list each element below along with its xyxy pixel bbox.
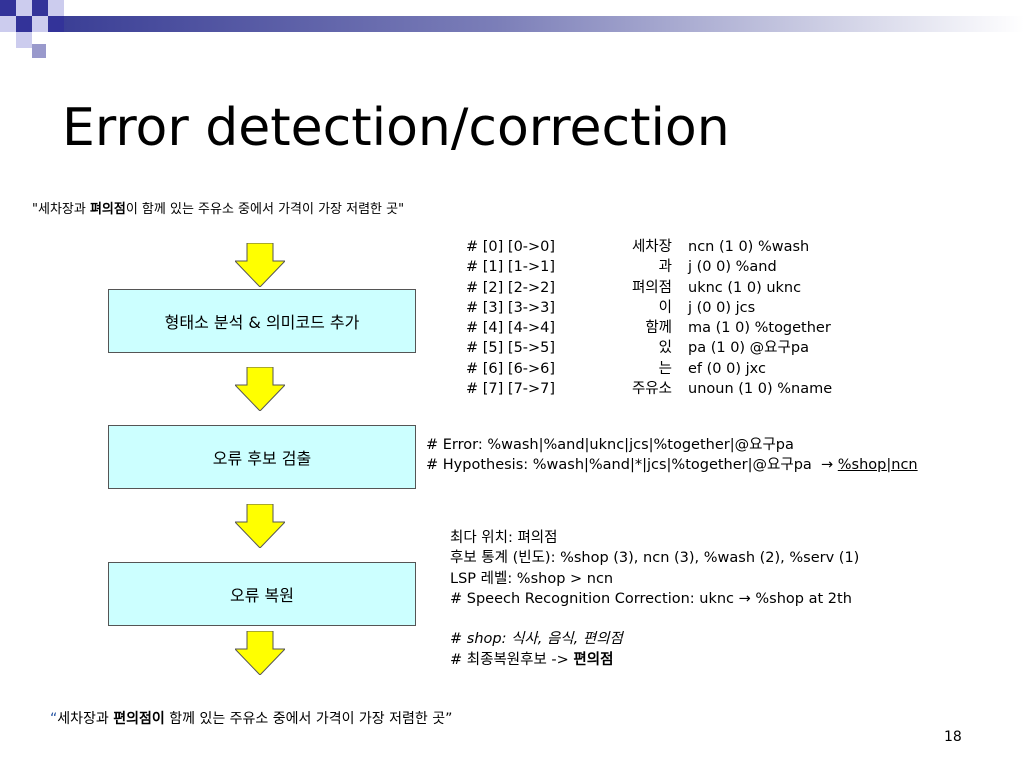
step-box-morph-analysis: 형태소 분석 & 의미코드 추가 [108,289,416,353]
step-label-error-recovery: 오류 복원 [230,586,294,605]
corrected-sentence-fixed-word: 편의점이 [113,711,165,727]
error-line: # Error: %wash|%and|uknc|jcs|%together|@… [426,437,794,453]
token-index: # [3] [3->3] [466,299,556,316]
token-tag: unoun (1 0) %name [688,381,833,398]
corner-square-navy-1 [0,0,16,16]
token-index: # [2] [2->2] [466,279,556,296]
corner-square-light-2 [48,0,64,16]
corrected-sentence: “세차장과 편의점이 함께 있는 주유소 중에서 가격이 가장 저렴한 곳” [50,708,452,728]
corner-square-navy-2 [32,0,48,16]
input-sentence-error-word: 펴의점 [89,202,126,217]
token-word: 는 [658,360,672,377]
token-index: # [7] [7->7] [466,381,556,398]
token-word: 이 [658,299,672,316]
info-spacer [450,609,859,629]
token-word: 있 [658,340,672,357]
token-tag: j (0 0) jcs [688,299,756,316]
down-arrow-1 [235,243,285,287]
token-tag: ef (0 0) jxc [688,360,766,377]
info-candidate-stats: 후보 통계 (빈도): %shop (3), ncn (3), %wash (2… [450,550,860,567]
token-index: # [5] [5->5] [466,340,556,357]
recovery-info-block: 최다 위치: 펴의점 후보 통계 (빈도): %shop (3), ncn (3… [450,528,859,670]
corner-square-navy-3 [16,16,32,32]
token-index: # [1] [1->1] [466,259,556,276]
step-label-error-detection: 오류 후보 검출 [212,449,312,468]
corrected-sentence-suffix: 함께 있는 주유소 중에서 가격이 가장 저렴한 곳 [164,711,446,727]
close-quote-mark: ” [445,711,453,727]
input-sentence-suffix: 이 함께 있는 주유소 중에서 가격이 가장 저렴한 곳" [125,202,405,217]
token-word: 세차장 [631,239,672,255]
corner-square-light-1 [16,0,32,16]
info-final-prefix: # 최종복원후보 -> [450,651,574,668]
corner-square-light-4 [32,16,48,32]
token-word: 함께 [645,320,672,337]
input-sentence: "세차장과 펴의점이 함께 있는 주유소 중에서 가격이 가장 저렴한 곳" [32,198,404,217]
token-index: # [6] [6->6] [466,360,556,377]
hypothesis-text: # Hypothesis: %wash|%and|*|jcs|%together… [426,457,812,473]
token-tag: j (0 0) %and [688,259,777,276]
token-word: 주유소 [631,381,672,398]
right-arrow-icon: → [821,457,834,473]
info-max-position: 최다 위치: 펴의점 [450,530,558,546]
token-index: # [0] [0->0] [466,239,556,255]
down-arrow-4 [235,631,285,675]
step-box-error-detection: 오류 후보 검출 [108,425,416,489]
token-tag: pa (1 0) @요구pa [688,340,809,357]
step-box-error-recovery: 오류 복원 [108,562,416,626]
slide-title: Error detection/correction [62,98,730,158]
token-tag: uknc (1 0) uknc [688,279,802,296]
down-arrow-2 [235,367,285,411]
token-tag: ncn (1 0) %wash [688,239,810,255]
corner-square-light-3 [0,16,16,32]
corner-square-light-5 [16,32,32,48]
input-sentence-prefix: "세차장과 [32,202,90,217]
correction-candidate: %shop|ncn [837,457,918,473]
token-tag: ma (1 0) %together [688,320,831,337]
info-speech-correction: # Speech Recognition Correction: uknc → … [450,590,852,607]
token-index: # [4] [4->4] [466,320,556,337]
corner-square-navy-5 [32,44,46,58]
info-shop-meaning: # shop: 식사, 음식, 편의점 [450,631,623,648]
hypothesis-line: # Hypothesis: %wash|%and|*|jcs|%together… [426,455,918,475]
corrected-sentence-prefix: 세차장과 [57,711,114,727]
open-quote-mark: “ [50,711,58,727]
down-arrow-3 [235,504,285,548]
corner-square-navy-4 [48,16,64,32]
token-word: 펴의점 [631,279,672,296]
page-number: 18 [944,729,962,745]
token-word: 과 [658,259,672,276]
title-gradient-bar [64,16,1024,32]
step-label-morph-analysis: 형태소 분석 & 의미코드 추가 [164,313,360,332]
error-hypothesis-block: # Error: %wash|%and|uknc|jcs|%together|@… [426,435,918,475]
info-lsp-level: LSP 레벨: %shop > ncn [450,570,614,587]
info-final-candidate: # 최종복원후보 -> 편의점 [450,650,859,670]
info-final-word: 편의점 [573,651,614,668]
